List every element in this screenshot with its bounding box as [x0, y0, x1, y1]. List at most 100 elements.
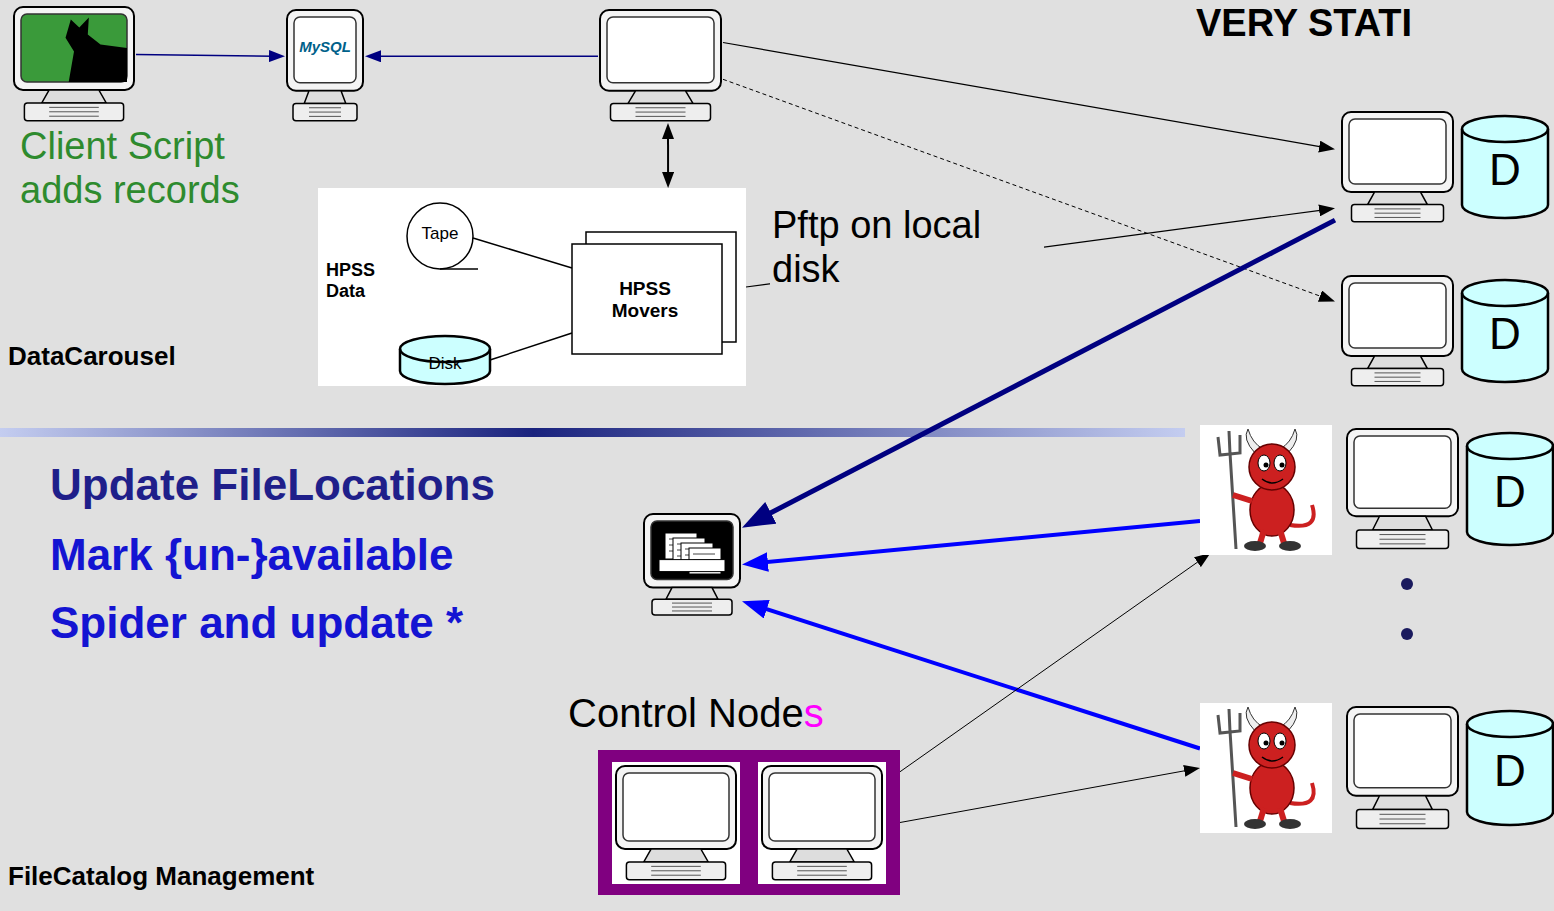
cow-silhouette [66, 17, 127, 82]
disk-cylinder [1467, 433, 1553, 545]
daemon-arm [1233, 495, 1252, 501]
monitor-frame [600, 10, 721, 91]
node-text: D [1467, 467, 1553, 518]
daemon-head [1249, 722, 1295, 768]
daemon-background [1200, 425, 1332, 555]
connector [723, 43, 1324, 148]
monitor-screen [1354, 436, 1451, 508]
monitor-foot [293, 103, 357, 120]
monitor-vent [651, 870, 701, 871]
monitor-vent [672, 607, 712, 608]
monitor-vent [1380, 814, 1426, 815]
node-art [642, 512, 742, 617]
catalog-card-line [693, 554, 715, 555]
node-art [12, 5, 136, 123]
function-note: Spider and update * [50, 598, 463, 649]
node-text: Client Script adds records [20, 125, 310, 212]
monitor-vent [797, 870, 847, 871]
monitor-neck [790, 849, 854, 862]
disk-cylinder-rim [1462, 129, 1548, 142]
monitor-bg [758, 762, 886, 884]
data-server: D [1200, 425, 1550, 553]
client-monitor: Client Script adds records [12, 5, 136, 123]
monitor-vent [49, 107, 99, 108]
node-text: D [1462, 309, 1548, 360]
monitor-vent [651, 866, 701, 867]
monitor-foot [652, 599, 732, 615]
daemon-trident-head [1218, 431, 1240, 455]
monitor-vent [1375, 377, 1421, 378]
node-text: MySQL [291, 38, 359, 55]
data-server: D [1335, 108, 1550, 226]
carousel-monitor [598, 8, 723, 123]
monitor-vent [1375, 372, 1421, 373]
catalog-tray [659, 560, 725, 572]
monitor-frame [287, 10, 363, 91]
mover-box [572, 244, 722, 354]
hpss-link [490, 333, 572, 360]
daemon-arm [1233, 773, 1252, 779]
daemon-mouth [1262, 757, 1283, 761]
monitor-vent [1375, 213, 1421, 214]
section-label: DataCarousel [8, 342, 176, 372]
hpss-panel: TapeHPSS DataDiskHPSS Movers [318, 188, 746, 386]
connector [667, 134, 669, 177]
monitor-vent [651, 875, 701, 876]
node-text: HPSS Data [326, 260, 396, 301]
monitor-vent [797, 875, 847, 876]
monitor-frame [14, 7, 134, 90]
monitor-frame [762, 766, 882, 849]
node-text: Tape [410, 224, 470, 244]
ellipsis-dot [1401, 578, 1413, 590]
monitor-neck [1368, 356, 1428, 369]
monitor-foot [1357, 810, 1449, 829]
node-text: D [1462, 145, 1548, 196]
monitor-foot [626, 862, 725, 880]
daemon-body [1250, 484, 1294, 536]
node-text: D [1467, 746, 1553, 797]
monitor-vent [1375, 217, 1421, 218]
daemon-leg [1260, 808, 1264, 821]
monitor-vent [1380, 819, 1426, 820]
monitor-foot [1352, 369, 1444, 386]
monitor-vent [797, 866, 847, 867]
connector [759, 607, 1200, 749]
daemon-mouth [1262, 479, 1283, 483]
node-text: HPSS Movers [585, 278, 705, 322]
monitor-neck [1368, 192, 1428, 205]
disk-cylinder-rim [1462, 293, 1548, 306]
monitor-vent [1375, 208, 1421, 209]
monitor-screen [623, 773, 729, 841]
connector [762, 220, 1335, 517]
connector [900, 559, 1201, 771]
disk-cylinder-rim [1467, 724, 1553, 737]
control-nodes-box: Control Nodes [598, 750, 900, 895]
node-art [598, 8, 723, 123]
monitor-vent [309, 107, 341, 108]
connector [746, 210, 1324, 287]
divider-bar [0, 428, 1185, 437]
node-art [285, 8, 365, 123]
monitor-vent [49, 111, 99, 112]
connector [136, 55, 274, 57]
monitor-vent [1380, 543, 1426, 544]
monitor-foot [24, 103, 123, 121]
page-title: VERY STATI [1196, 2, 1412, 46]
disk-cylinder-rim [1467, 446, 1553, 459]
daemon-leg [1280, 808, 1284, 821]
monitor-neck [644, 849, 708, 862]
monitor-foot [1357, 530, 1449, 549]
monitor-frame [1347, 429, 1458, 516]
monitor-vent [309, 112, 341, 113]
daemon-shoe [1244, 819, 1266, 829]
daemon-pupil [1264, 741, 1269, 746]
monitor-screen [1349, 283, 1446, 348]
node-art [318, 188, 746, 386]
daemon-eye [1274, 733, 1286, 749]
monitor-neck [42, 90, 106, 103]
daemon-trident-shaft [1230, 453, 1236, 549]
monitor-vent [672, 610, 712, 611]
control-panel [598, 750, 900, 895]
data-server: D [1200, 703, 1550, 833]
